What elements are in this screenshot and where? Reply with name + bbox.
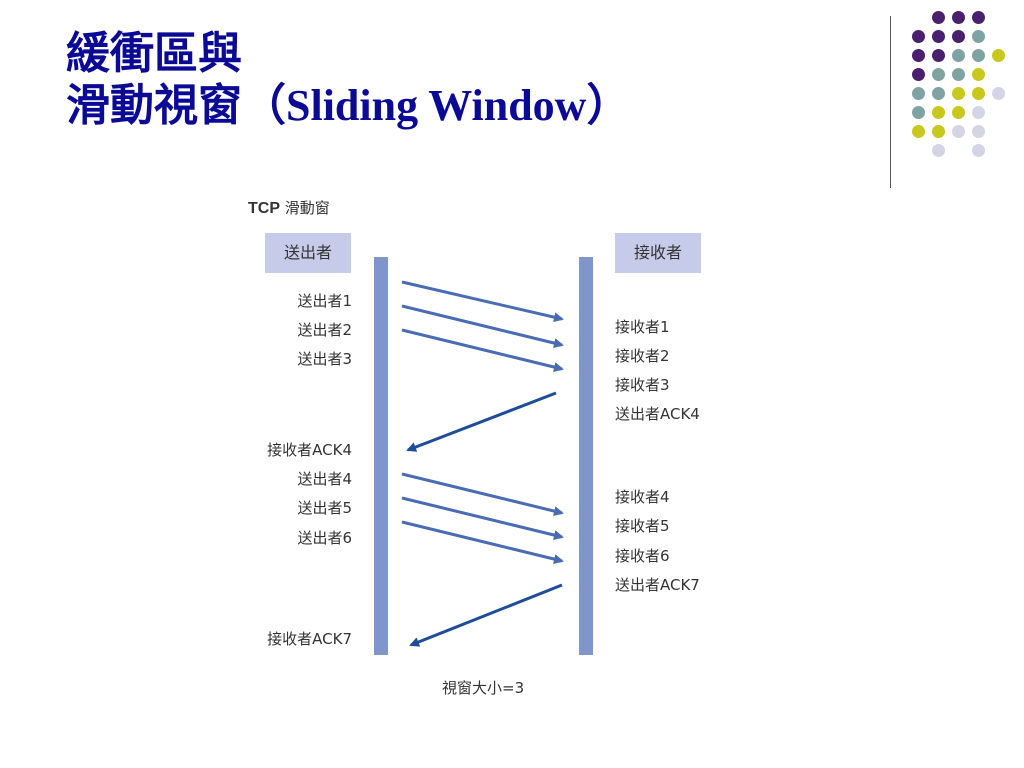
decorative-dot: [932, 30, 945, 43]
window-size-label: 視窗大小=3: [442, 679, 525, 697]
receiver-timeline-bar: [579, 257, 593, 655]
decorative-dot: [912, 125, 925, 138]
decorative-dot: [952, 125, 965, 138]
slide-title: 緩衝區與 滑動視窗（Sliding Window）: [66, 28, 630, 132]
decorative-divider: [890, 16, 891, 188]
decorative-dot: [932, 106, 945, 119]
decorative-dot: [972, 144, 985, 157]
decorative-dot: [932, 49, 945, 62]
receiver-header-box: 接收者: [615, 233, 701, 273]
decorative-dot: [972, 11, 985, 24]
decorative-dot: [972, 49, 985, 62]
decorative-dot: [972, 125, 985, 138]
ack-arrow-7: [409, 583, 563, 647]
title-cjk: 滑動視窗（: [66, 80, 286, 131]
decorative-dot: [932, 11, 945, 24]
right-label: 接收者5: [615, 517, 670, 535]
decorative-dot: [952, 106, 965, 119]
decorative-dot: [972, 87, 985, 100]
sender-header-box: 送出者: [265, 233, 351, 273]
decorative-dot: [912, 68, 925, 81]
left-label: 送出者6: [297, 529, 352, 547]
caption-text: 滑動窗: [280, 199, 330, 217]
right-label: 接收者2: [615, 347, 670, 365]
decorative-dot: [932, 125, 945, 138]
left-label: 送出者5: [297, 499, 352, 517]
decorative-dot: [952, 11, 965, 24]
segment-arrow-6: [401, 520, 564, 564]
decorative-dot: [952, 30, 965, 43]
right-label: 送出者ACK7: [615, 576, 700, 594]
right-label: 接收者1: [615, 318, 670, 336]
decorative-dot: [912, 30, 925, 43]
decorative-dot: [952, 68, 965, 81]
decorative-dot: [912, 87, 925, 100]
segment-arrow-3: [401, 328, 564, 372]
decorative-dot: [932, 144, 945, 157]
decorative-dot: [972, 30, 985, 43]
left-label: 送出者2: [297, 321, 352, 339]
title-line-2: 滑動視窗（Sliding Window）: [66, 80, 630, 132]
title-line-1: 緩衝區與: [66, 28, 242, 79]
segment-arrow-2: [401, 304, 564, 348]
decorative-dot: [952, 49, 965, 62]
left-label: 送出者4: [297, 470, 352, 488]
right-label: 接收者4: [615, 488, 670, 506]
segment-arrow-5: [401, 496, 564, 540]
decorative-dot: [972, 106, 985, 119]
left-label: 送出者1: [297, 292, 352, 310]
diagram-caption: TCP 滑動窗: [248, 197, 330, 218]
decorative-dot: [912, 49, 925, 62]
caption-protocol: TCP: [248, 200, 280, 217]
right-label: 送出者ACK4: [615, 405, 700, 423]
decorative-dot: [932, 68, 945, 81]
right-label: 接收者3: [615, 376, 670, 394]
decorative-dot: [992, 49, 1005, 62]
segment-arrow-1: [401, 280, 564, 323]
decorative-dot: [972, 68, 985, 81]
left-label: 接收者ACK7: [267, 630, 352, 648]
left-label: 接收者ACK4: [267, 441, 352, 459]
title-en: Sliding Window: [286, 81, 587, 130]
decorative-dot: [952, 87, 965, 100]
decorative-dot: [932, 87, 945, 100]
segment-arrow-4: [401, 472, 564, 516]
decorative-dot: [912, 106, 925, 119]
title-close: ）: [586, 80, 631, 131]
decorative-dot: [992, 87, 1005, 100]
sender-timeline-bar: [374, 257, 388, 655]
left-label: 送出者3: [297, 350, 352, 368]
ack-arrow-4: [406, 391, 557, 452]
right-label: 接收者6: [615, 547, 670, 565]
